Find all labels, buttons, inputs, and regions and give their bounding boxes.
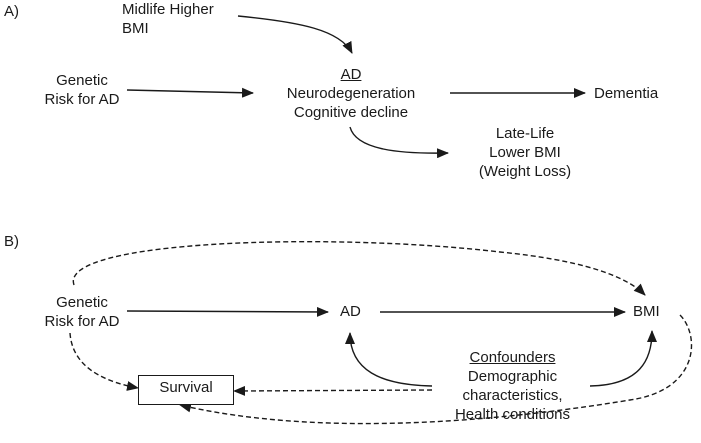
midlife-line-2: BMI [122,20,149,37]
genetic-to-survival-arrow-b [69,332,139,391]
survival-box: Survival [138,375,234,405]
genetic-a-line-1: Genetic [56,72,108,89]
genetic-risk-label-b: Genetic Risk for AD [36,293,128,331]
bmi-to-survival-arrow-b [179,314,693,425]
late-life-line-2: Lower BMI [489,144,561,161]
late-life-line-3: (Weight Loss) [478,163,572,180]
genetic-to-ad-arrow-b [126,306,329,317]
confounders-line-1: Demographic [467,368,558,385]
confounders-line-2: characteristics, [462,387,563,404]
ad-node-a: AD Neurodegeneration Cognitive decline [276,65,426,122]
genetic-to-bmi-arrow-b [72,240,646,296]
bmi-node-b: BMI [633,303,660,320]
midlife-line-1: Midlife Higher [122,1,214,18]
panel-a-label: A) [4,3,19,20]
confounders-to-ad-arrow-b [345,332,433,387]
genetic-risk-label-a: Genetic Risk for AD [36,71,128,109]
confounders-to-survival-arrow-b [233,385,433,396]
confounders-header: Confounders [469,349,556,366]
ad-line-2: Cognitive decline [293,104,409,121]
midlife-to-ad-arrow-a [237,15,353,54]
genetic-b-line-2: Risk for AD [44,313,120,330]
confounders-node: Confounders Demographic characteristics,… [435,348,590,424]
confounders-to-bmi-arrow-b [589,330,657,387]
genetic-b-line-1: Genetic [56,294,108,311]
genetic-a-line-2: Risk for AD [44,91,120,108]
dementia-label: Dementia [594,85,659,102]
midlife-higher-bmi-label: Midlife Higher BMI [122,0,214,38]
genetic-to-ad-arrow-a [126,87,254,98]
late-life-label: Late-Life Lower BMI (Weight Loss) [460,124,590,181]
late-life-line-1: Late-Life [495,125,555,142]
ad-line-1: Neurodegeneration [286,85,416,102]
confounders-line-3: Health conditions [454,406,571,423]
ad-node-b: AD [340,303,361,320]
ad-to-latelife-arrow-a [349,126,449,159]
ad-header-a: AD [340,66,362,83]
panel-b-label: B) [4,233,19,250]
